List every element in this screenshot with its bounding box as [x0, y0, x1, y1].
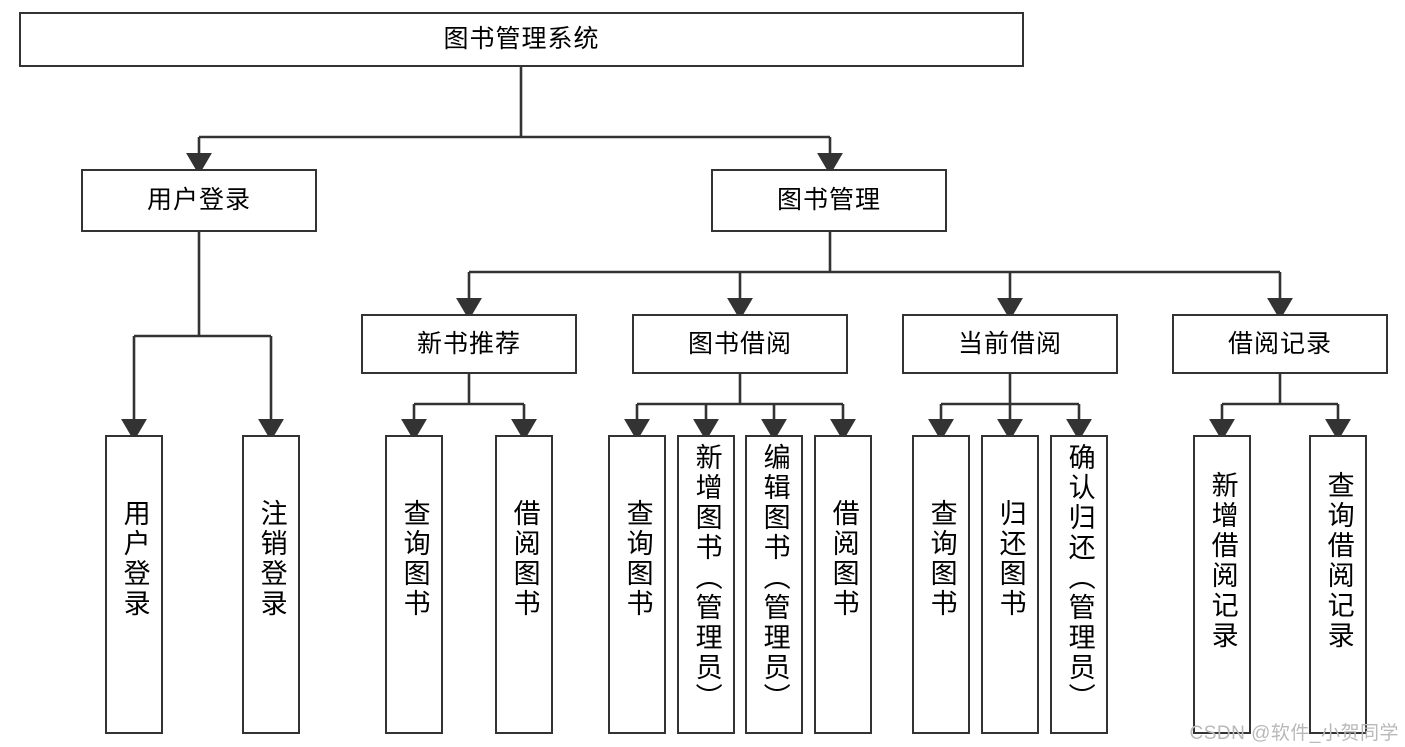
leaf-label: 借阅图书 — [509, 499, 540, 619]
node-book-management[interactable]: 图书管理 — [711, 169, 947, 232]
leaf-edit-book-admin[interactable]: 编辑图书（管理员） — [745, 435, 803, 734]
leaf-label: 新增借阅记录 — [1207, 471, 1238, 651]
leaf-add-book-admin[interactable]: 新增图书（管理员） — [677, 435, 735, 734]
leaf-label: 查询借阅记录 — [1323, 471, 1354, 651]
leaf-confirm-return-admin[interactable]: 确认归还（管理员） — [1050, 435, 1108, 734]
node-new-book-recommend[interactable]: 新书推荐 — [361, 314, 577, 374]
leaf-label: 新增图书（管理员） — [691, 443, 722, 713]
leaf-label: 查询图书 — [622, 499, 653, 619]
leaf-label: 归还图书 — [995, 499, 1026, 619]
watermark: CSDN @软件_小贺同学 — [1189, 723, 1399, 744]
leaf-user-login[interactable]: 用户登录 — [105, 435, 163, 734]
leaf-query-book-borrow[interactable]: 查询图书 — [608, 435, 666, 734]
leaf-return-book[interactable]: 归还图书 — [981, 435, 1039, 734]
leaf-query-borrow-record[interactable]: 查询借阅记录 — [1309, 435, 1367, 734]
node-root[interactable]: 图书管理系统 — [19, 12, 1024, 67]
leaf-borrow-book-recommend[interactable]: 借阅图书 — [495, 435, 553, 734]
node-borrow-record[interactable]: 借阅记录 — [1172, 314, 1388, 374]
leaf-label: 查询图书 — [926, 499, 957, 619]
leaf-borrow-book[interactable]: 借阅图书 — [814, 435, 872, 734]
leaf-label: 注销登录 — [256, 499, 287, 619]
leaf-query-book-recommend[interactable]: 查询图书 — [385, 435, 443, 734]
leaf-label: 确认归还（管理员） — [1064, 443, 1095, 713]
leaf-label: 编辑图书（管理员） — [759, 443, 790, 713]
leaf-logout[interactable]: 注销登录 — [242, 435, 300, 734]
leaf-label: 查询图书 — [399, 499, 430, 619]
leaf-query-book-current[interactable]: 查询图书 — [912, 435, 970, 734]
leaf-label: 用户登录 — [119, 499, 150, 619]
node-current-borrow[interactable]: 当前借阅 — [902, 314, 1118, 374]
node-user-login[interactable]: 用户登录 — [81, 169, 317, 232]
leaf-label: 借阅图书 — [828, 499, 859, 619]
leaf-add-borrow-record[interactable]: 新增借阅记录 — [1193, 435, 1251, 734]
node-book-borrow[interactable]: 图书借阅 — [632, 314, 848, 374]
